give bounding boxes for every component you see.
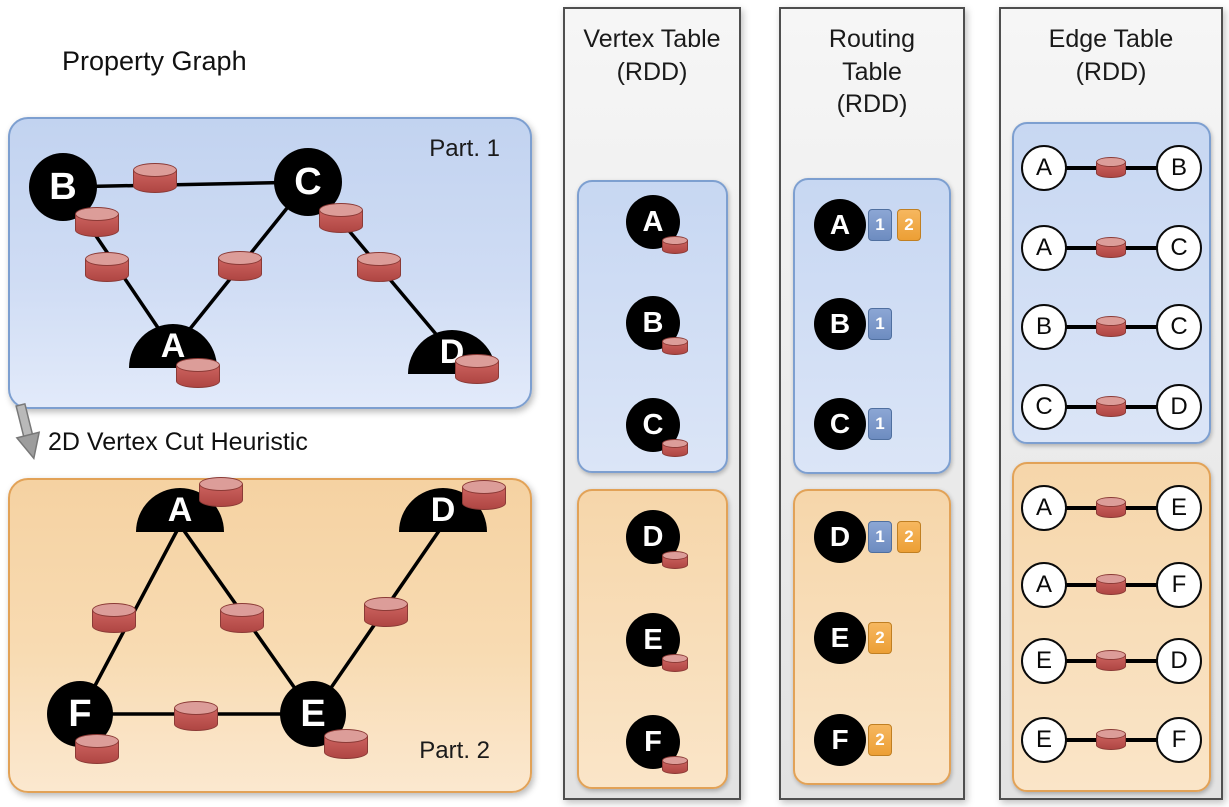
cut-arrow-icon: [15, 402, 41, 461]
edge-row-a-e: A E: [1021, 485, 1202, 531]
vertex-property-cylinder-icon: [176, 358, 220, 388]
edge-dst-vertex: B: [1156, 145, 1202, 191]
edge-dst-vertex: F: [1156, 562, 1202, 608]
edge-property-cylinder-icon: [133, 163, 177, 193]
routing-part-badge: 2: [868, 622, 892, 654]
edge-src-vertex: B: [1021, 304, 1067, 350]
edge-dst-vertex: D: [1156, 638, 1202, 684]
edge-src-vertex: A: [1021, 485, 1067, 531]
vertex-property-cylinder-icon: [662, 551, 688, 569]
edge-row-a-c: A C: [1021, 225, 1202, 271]
edge-property-cylinder-icon: [1096, 497, 1126, 518]
edge-property-cylinder-icon: [1096, 729, 1126, 750]
edge-property-cylinder-icon: [1096, 157, 1126, 178]
page-title: Property Graph: [62, 46, 247, 76]
vertex-property-cylinder-icon: [199, 477, 243, 507]
edge-src-vertex: C: [1021, 384, 1067, 430]
routing-vertex-b: B: [814, 298, 866, 350]
vertex-property-cylinder-icon: [455, 354, 499, 384]
edge-property-cylinder-icon: [1096, 237, 1126, 258]
vertex-property-cylinder-icon: [319, 203, 363, 233]
routing-vertex-e: E: [814, 612, 866, 664]
routing-part-badge: 2: [897, 521, 921, 553]
edge-property-cylinder-icon: [85, 252, 129, 282]
edge-table-title: Edge Table: [1048, 25, 1174, 53]
edge-row-a-f: A F: [1021, 562, 1202, 608]
edge-property-cylinder-icon: [220, 603, 264, 633]
edge-table-subtitle: (RDD): [1075, 57, 1147, 86]
edge-property-cylinder-icon: [1096, 574, 1126, 595]
partition-2-label: Part. 2: [419, 737, 490, 764]
vertex-property-cylinder-icon: [75, 207, 119, 237]
routing-part-badge: 2: [868, 724, 892, 756]
routing-part-badge: 1: [868, 308, 892, 340]
vertex-property-cylinder-icon: [324, 729, 368, 759]
routing-part-badge: 1: [868, 521, 892, 553]
vertex-property-cylinder-icon: [662, 439, 688, 457]
routing-table-title-line1: Routing: [828, 25, 916, 53]
vertex-property-cylinder-icon: [662, 236, 688, 254]
edge-property-cylinder-icon: [357, 252, 401, 282]
routing-part-badge: 1: [868, 209, 892, 241]
routing-vertex-c: C: [814, 398, 866, 450]
vertex-property-cylinder-icon: [662, 756, 688, 774]
edge-dst-vertex: F: [1156, 717, 1202, 763]
vertex-property-cylinder-icon: [662, 654, 688, 672]
vertex-property-cylinder-icon: [662, 337, 688, 355]
edge-property-cylinder-icon: [1096, 650, 1126, 671]
cut-heuristic-label: 2D Vertex Cut Heuristic: [48, 428, 308, 456]
edge-src-vertex: E: [1021, 717, 1067, 763]
edge-property-cylinder-icon: [92, 603, 136, 633]
routing-part-badge: 1: [868, 408, 892, 440]
routing-part-badge: 2: [897, 209, 921, 241]
routing-table-subtitle: (RDD): [836, 90, 908, 118]
vertex-property-cylinder-icon: [75, 734, 119, 764]
edge-row-e-d: E D: [1021, 638, 1202, 684]
vertex-table-subtitle: (RDD): [616, 57, 688, 86]
edge-property-cylinder-icon: [174, 701, 218, 731]
edge-dst-vertex: C: [1156, 225, 1202, 271]
edge-row-a-b: A B: [1021, 145, 1202, 191]
edge-property-cylinder-icon: [1096, 316, 1126, 337]
edge-src-vertex: A: [1021, 225, 1067, 271]
partition-1-label: Part. 1: [429, 135, 500, 162]
edge-dst-vertex: E: [1156, 485, 1202, 531]
edge-dst-vertex: C: [1156, 304, 1202, 350]
edge-row-c-d: C D: [1021, 384, 1202, 430]
edge-property-cylinder-icon: [364, 597, 408, 627]
routing-table-title-line2: Table: [842, 57, 902, 86]
edge-dst-vertex: D: [1156, 384, 1202, 430]
edge-src-vertex: E: [1021, 638, 1067, 684]
edge-property-cylinder-icon: [218, 251, 262, 281]
routing-vertex-f: F: [814, 714, 866, 766]
edge-property-cylinder-icon: [1096, 396, 1126, 417]
edge-src-vertex: A: [1021, 145, 1067, 191]
vertex-table-title: Vertex Table: [583, 25, 721, 53]
vertex-table-entry-d: D: [626, 510, 680, 564]
edge-row-b-c: B C: [1021, 304, 1202, 350]
vertex-property-cylinder-icon: [462, 480, 506, 510]
edge-row-e-f: E F: [1021, 717, 1202, 763]
routing-vertex-d: D: [814, 511, 866, 563]
routing-vertex-a: A: [814, 199, 866, 251]
edge-src-vertex: A: [1021, 562, 1067, 608]
